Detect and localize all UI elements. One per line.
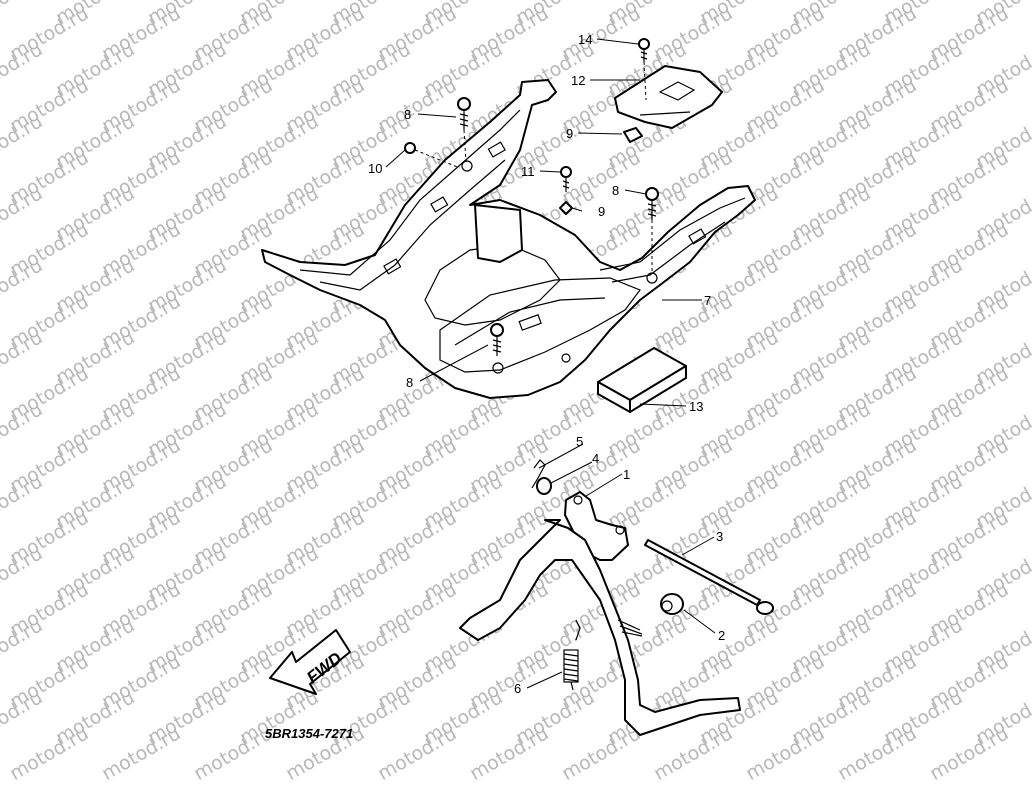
washer-part-4 (536, 477, 552, 495)
callout-6: 6 (514, 681, 521, 696)
footboard-part (261, 79, 756, 399)
callout-8-upper: 8 (404, 107, 411, 122)
nut-9-bracket (623, 127, 643, 143)
fwd-arrow-icon: FWD (269, 629, 351, 695)
callout-9-bracket: 9 (566, 126, 573, 141)
callout-4: 4 (592, 451, 599, 466)
callout-9-center: 9 (598, 204, 605, 219)
bolt-8-lower (490, 323, 504, 356)
spring-part (563, 619, 581, 691)
bolt-8-right (645, 187, 659, 272)
collar-part (660, 593, 684, 615)
pivot-spring (617, 619, 643, 637)
main-stand-part (459, 491, 741, 736)
shaft-part (644, 539, 774, 615)
callout-11: 11 (521, 164, 535, 179)
callout-8-right: 8 (612, 183, 619, 198)
nut-10 (404, 142, 461, 169)
callout-14: 14 (578, 32, 592, 47)
leader-lines (385, 38, 716, 689)
callout-5: 5 (576, 434, 583, 449)
bolt-11 (560, 166, 572, 192)
nut-9-center (559, 201, 573, 215)
figure-code: 5BR1354-7271 (265, 726, 353, 741)
callout-8-lower: 8 (406, 375, 413, 390)
callout-3: 3 (716, 529, 723, 544)
callout-1: 1 (623, 467, 630, 482)
bracket-part (614, 65, 723, 129)
callout-7: 7 (704, 293, 711, 308)
callout-2: 2 (718, 628, 725, 643)
callout-10: 10 (368, 161, 382, 176)
callout-labels: 14 12 8 9 10 11 9 8 7 8 13 5 4 1 3 2 6 (368, 32, 725, 696)
callout-12: 12 (571, 73, 585, 88)
bolt-14 (638, 38, 650, 101)
callout-13: 13 (689, 399, 703, 414)
bolt-8-upper (457, 97, 471, 163)
pad-part (597, 347, 687, 413)
